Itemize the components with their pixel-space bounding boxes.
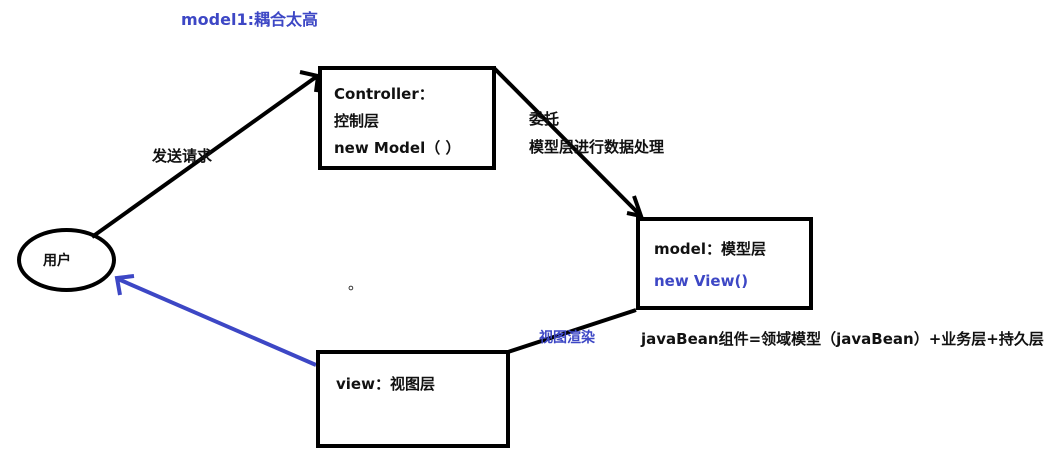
controller-node [318,66,496,170]
controller-line-1: Controller： [334,85,434,103]
delegate-arrowhead [626,195,645,219]
stray-dot: 。 [348,275,364,293]
delegate-label-2: 模型层进行数据处理 [529,138,665,156]
send-request-arrow-line [90,75,318,239]
model-node [636,217,813,310]
controller-line-2: 控制层 [334,112,380,130]
diagram-title: model1:耦合太高 [181,10,318,29]
send-request-label: 发送请求 [152,147,213,165]
delegate-arrow-line [492,66,643,218]
javabean-note: javaBean组件=领域模型（javaBean）+业务层+持久层 [641,330,1044,348]
render-line [507,308,637,354]
controller-line-3: new Model（ ） [334,139,461,157]
view-label: view：视图层 [336,375,435,393]
model-line-2: new View() [654,272,749,290]
delegate-label-1: 委托 [529,110,560,128]
user-node [17,228,116,292]
view-node [316,350,510,448]
render-label: 视图渲染 [539,330,595,346]
return-arrowhead [114,274,135,296]
return-arrow-line [117,277,317,367]
model-line-1: model：模型层 [654,240,766,258]
user-label: 用户 [43,253,71,269]
